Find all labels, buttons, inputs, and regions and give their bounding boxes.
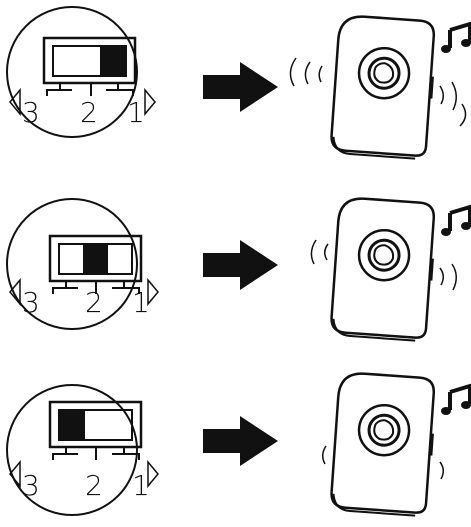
switch-number-1: 1 bbox=[132, 286, 150, 319]
right-triangle-icon bbox=[144, 87, 156, 117]
sound-waves-right bbox=[439, 461, 444, 480]
switch-number-3: 3 bbox=[22, 469, 40, 502]
sound-waves-right bbox=[439, 263, 457, 291]
switch-number-2: 2 bbox=[80, 96, 98, 129]
switch-zoom-circle bbox=[6, 384, 138, 516]
music-note-icon bbox=[439, 22, 471, 55]
sound-waves-left bbox=[289, 57, 323, 87]
left-triangle-icon bbox=[9, 277, 21, 307]
switch-slider bbox=[100, 47, 125, 75]
switch-number-1: 1 bbox=[127, 96, 145, 129]
right-triangle-icon bbox=[147, 277, 159, 307]
sound-waves-left bbox=[310, 239, 329, 265]
sound-waves-right bbox=[439, 81, 467, 127]
switch-zoom-circle bbox=[6, 198, 138, 330]
arrow-right-icon bbox=[203, 416, 278, 466]
switch-number-2: 2 bbox=[85, 286, 103, 319]
arrow-right-icon bbox=[203, 240, 278, 290]
left-triangle-icon bbox=[9, 459, 21, 489]
switch-slider bbox=[60, 411, 85, 439]
switch-number-1: 1 bbox=[132, 469, 150, 502]
row-3: 3 2 1 bbox=[6, 372, 471, 517]
row-1: 3 2 1 bbox=[6, 6, 471, 160]
doorbell-receiver bbox=[330, 372, 435, 517]
switch-number-3: 3 bbox=[22, 96, 40, 129]
music-note-icon bbox=[439, 384, 471, 417]
doorbell-receiver bbox=[330, 197, 435, 342]
music-note-icon bbox=[439, 205, 471, 238]
switch-number-2: 2 bbox=[85, 469, 103, 502]
arrow-right-icon bbox=[203, 62, 278, 112]
switch-slider bbox=[83, 245, 108, 273]
sound-waves-left bbox=[322, 445, 327, 465]
right-triangle-icon bbox=[147, 459, 159, 489]
left-triangle-icon bbox=[9, 87, 21, 117]
row-2: 3 2 1 bbox=[6, 197, 471, 342]
switch-zoom-circle bbox=[6, 6, 138, 138]
doorbell-receiver bbox=[330, 15, 435, 160]
switch-number-3: 3 bbox=[22, 286, 40, 319]
switch-housing bbox=[42, 36, 137, 85]
